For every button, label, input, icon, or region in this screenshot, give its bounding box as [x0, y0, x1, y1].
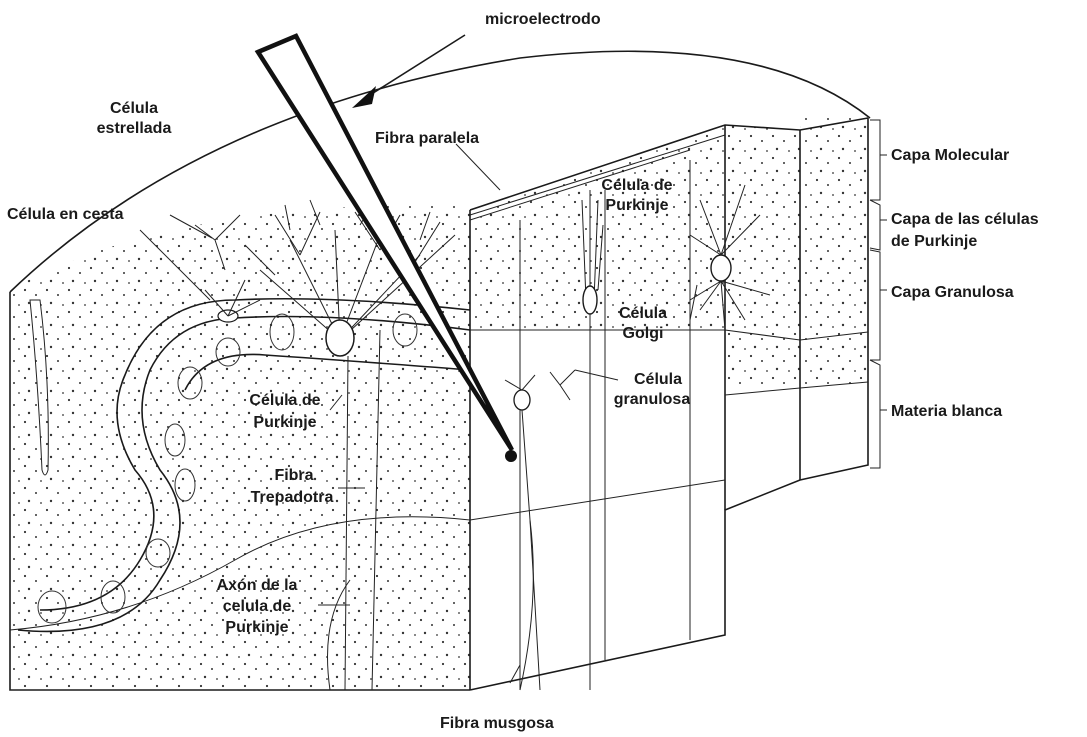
label-parallel-fiber: Fibra paralela	[375, 130, 479, 147]
purkinje-cell-right	[582, 190, 598, 690]
label-white-matter: Materia blanca	[891, 403, 1002, 420]
label-mossy-fiber: Fibra musgosa	[440, 715, 554, 732]
label-molecular-layer: Capa Molecular	[891, 147, 1009, 164]
label-microelectrode: microelectrodo	[485, 11, 601, 28]
label-granular-layer: Capa Granulosa	[891, 284, 1014, 301]
label-basket-cell: Célula en cesta	[7, 206, 124, 223]
granule-cells	[505, 370, 575, 690]
